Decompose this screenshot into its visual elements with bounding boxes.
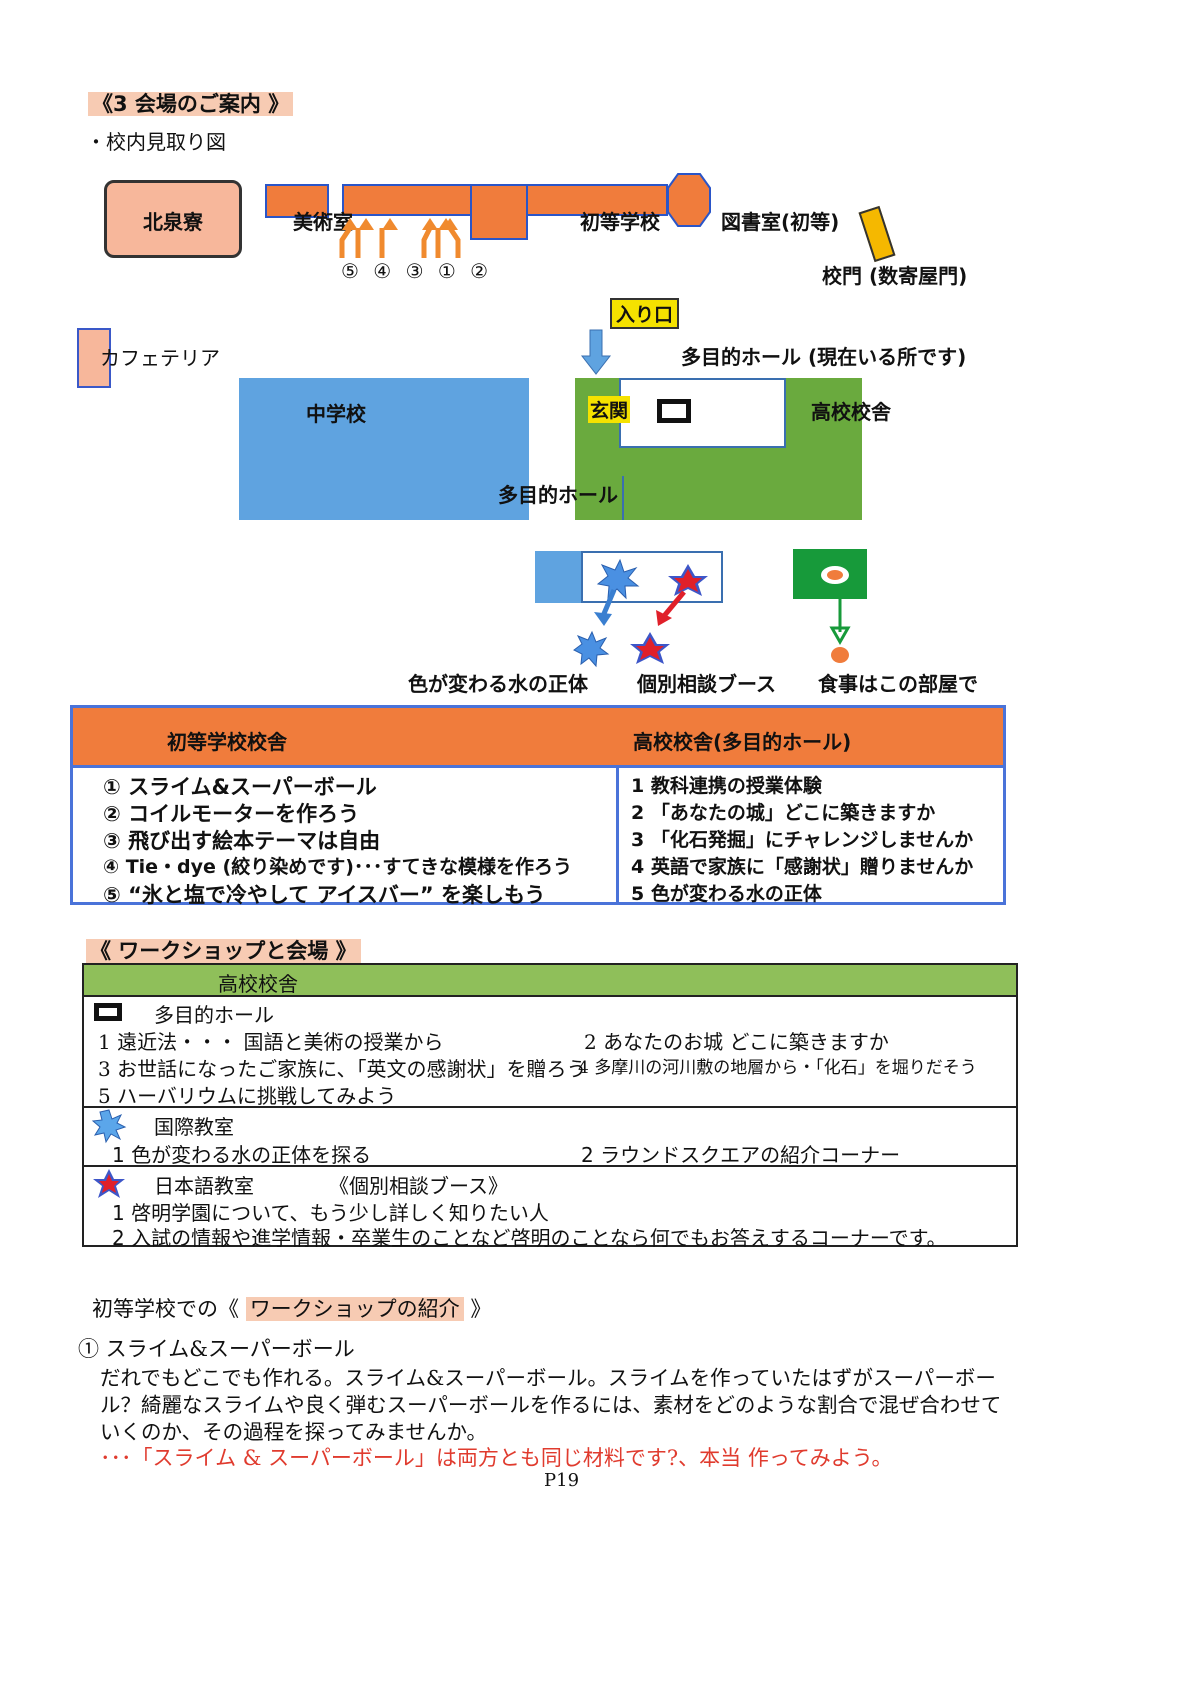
header-left: 初等学校校舎: [167, 730, 287, 754]
booth-diagram: [573, 558, 851, 668]
jp-section-subtitle: 《個別相談ブース》: [329, 1174, 508, 1198]
elementary-block-4: [526, 184, 668, 216]
cafeteria-label: カフェテリア: [100, 346, 220, 370]
intro-line: ル？綺麗なスライムや良く弾むスーパーボールを作るには、素材をどのような割合で混ぜ…: [100, 1393, 1002, 1417]
hall-icon: [94, 1003, 122, 1021]
right-row: 3 「化石発掘」にチャレンジしませんか: [631, 829, 974, 851]
right-row: 4 英語で家族に「感謝状」贈りませんか: [631, 856, 974, 878]
hall-icon: [657, 399, 691, 423]
consult-booth-label: 個別相談ブース: [637, 672, 776, 696]
hall-item: 2 あなたのお城 どこに築きますか: [584, 1030, 889, 1054]
section-title: 《3 会場のご案内 》: [88, 88, 294, 118]
left-row: ③ 飛び出す絵本テーマは自由: [103, 829, 381, 853]
water-star-icon: [573, 630, 610, 668]
intl-section-title: 国際教室: [154, 1115, 234, 1139]
hall-label: 多目的ホール: [498, 483, 618, 507]
header-right: 高校校舎(多目的ホール): [633, 730, 852, 754]
intro-note: ･･･「スライム & スーパーボール」は両方とも同じ材料です?、本当 作ってみよ…: [100, 1446, 893, 1470]
hall-section-title: 多目的ホール: [154, 1003, 274, 1027]
gate-label: 校門 (数寄屋門): [822, 264, 968, 288]
elementary-block-2: [342, 184, 472, 216]
cafeteria-block: [77, 328, 111, 388]
jp-star-icon: [93, 1169, 125, 1198]
jp-item: 1 啓明学園について、もう少し詳しく知りたい人: [112, 1201, 549, 1225]
hall-item: 3 お世話になったご家族に、「英文の感謝状」を贈ろう: [98, 1057, 587, 1081]
meal-room-label: 食事はこの部屋で: [818, 672, 978, 696]
kitaizumi-label: 北泉寮: [143, 210, 203, 234]
jp-star-icon: [668, 564, 708, 596]
left-row: ④ Tie・dye (絞り染めです)･･･すてきな模様を作ろう: [103, 856, 573, 878]
elementary-block-1: [265, 184, 329, 218]
right-row: 1 教科連携の授業体験: [631, 775, 822, 797]
booth-table: 初等学校校舎 高校校舎(多目的ホール) ① スライム&スーパーボール ② コイル…: [70, 705, 1006, 907]
booth-table-header: [73, 708, 1003, 765]
library-octagon: [667, 173, 711, 227]
consult-star-icon: [630, 632, 670, 664]
hall-divider: [622, 476, 624, 520]
library-label: 図書室(初等): [721, 210, 840, 234]
workshop-header-label: 高校校舎: [218, 972, 298, 996]
genkan-label: 玄関: [588, 396, 631, 423]
jp-section-title: 日本語教室: [154, 1174, 254, 1198]
hall-current-label: 多目的ホール (現在いる所です): [681, 345, 967, 369]
jp-item: 2 入試の情報や進学情報・卒業生のことなど啓明のことなら何でもお答えするコーナー…: [112, 1226, 947, 1250]
intl-room-block: [535, 551, 581, 603]
right-row: 2 「あなたの城」どこに築きますか: [631, 802, 936, 824]
hall-item: 1 遠近法・・・ 国語と美術の授業から: [98, 1030, 444, 1054]
water-booth-label: 色が変わる水の正体: [408, 672, 588, 696]
entrance-tag: 入り口: [610, 298, 680, 329]
high-school-label: 高校校舎: [811, 400, 891, 424]
intl-item: 2 ラウンドスクエアの紹介コーナー: [581, 1143, 901, 1167]
right-row: 5 色が変わる水の正体: [631, 883, 822, 905]
hall-item: 5 ハーバリウムに挑戦してみよう: [98, 1084, 397, 1108]
workshop-table-header: [84, 965, 1016, 995]
hall-room: [619, 378, 786, 448]
entrance-arrow: [580, 329, 612, 375]
gate-marker: [858, 205, 896, 263]
intro-line: だれでもどこでも作れる。スライム&スーパーボール。スライムを作っていたはずがスー…: [100, 1366, 996, 1390]
intl-star-icon: [596, 558, 640, 600]
intro-title: 初等学校での《 ワークショップの紹介 》: [92, 1297, 492, 1321]
workshop-title: 《 ワークショップと会場 》: [86, 935, 361, 965]
left-row: ⑤ “氷と塩で冷やして アイスバー” を楽しもう: [103, 883, 546, 907]
intro-line: いくのか、その過程を探ってみませんか。: [100, 1420, 488, 1444]
kitaizumi-dorm: [104, 180, 242, 258]
elementary-label: 初等学校: [580, 210, 660, 234]
workshop-table: 高校校舎 多目的ホール 1 遠近法・・・ 国語と美術の授業から 2 あなたのお城…: [82, 963, 1018, 1250]
left-row: ① スライム&スーパーボール: [103, 775, 377, 799]
middle-school-label: 中学校: [306, 402, 366, 426]
booth-numbers: ⑤ ④ ③ ① ②: [341, 259, 493, 283]
page-number: P19: [544, 1470, 580, 1491]
intro-item-title: ① スライム&スーパーボール: [78, 1337, 355, 1361]
campus-map-label: ・校内見取り図: [86, 130, 226, 154]
intl-item: 1 色が変わる水の正体を探る: [112, 1143, 372, 1167]
left-row: ② コイルモーターを作ろう: [103, 802, 360, 826]
booth-arrows: [339, 218, 461, 258]
hall-item: 4 多摩川の河川敷の地層から・「化石」を堀りだそう: [578, 1058, 977, 1078]
middle-school-block: [239, 378, 529, 520]
intl-star-icon: [91, 1109, 127, 1144]
